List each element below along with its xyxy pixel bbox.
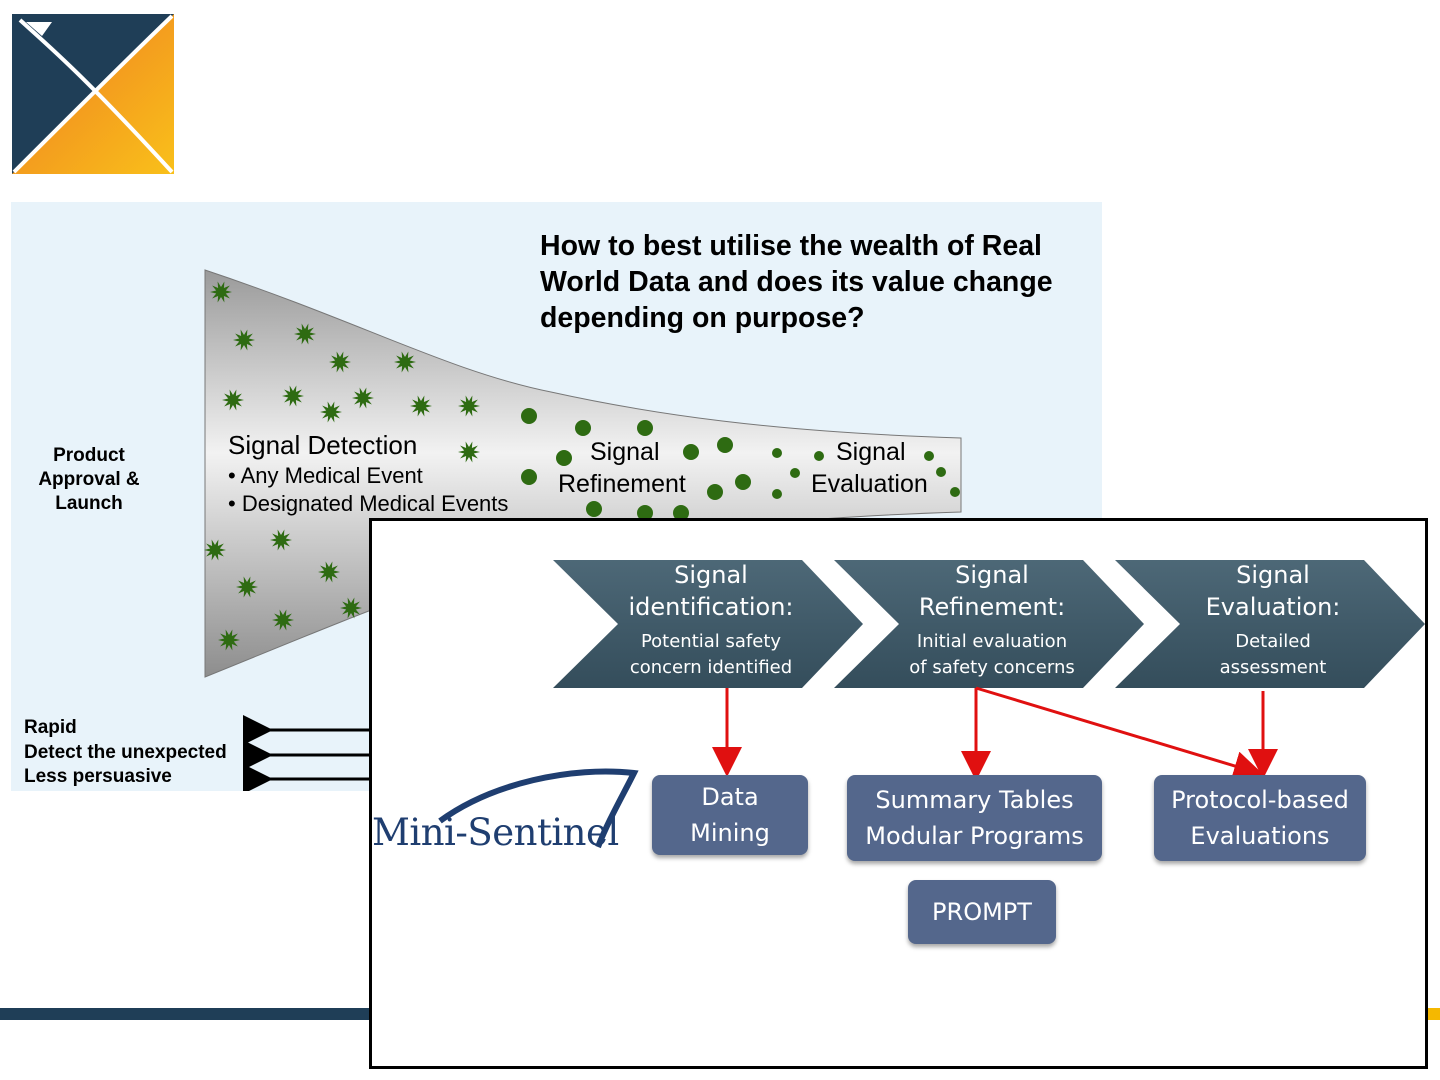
starburst-spot [218, 629, 240, 651]
signal-evaluation-line-2: Evaluation [811, 470, 928, 498]
round-spot [521, 469, 537, 485]
chevron-refinement-label: Signal Refinement: Initial evaluation of… [872, 559, 1112, 681]
chevron-evaluation-sub-2: assessment [1219, 657, 1327, 678]
mini-sentinel-overlay: Mini-Sentinel Signal identification: Pot… [369, 518, 1428, 1069]
protocol-line-2: Evaluations [1190, 822, 1330, 850]
detection-bullet-any: • Any Medical Event [228, 463, 423, 488]
chevron-refinement-sub-2: of safety concerns [909, 657, 1075, 678]
organization-logo [12, 14, 174, 174]
chevron-evaluation-label: Signal Evaluation: Detailed assessment [1153, 559, 1393, 681]
chevron-identification-sub-1: Potential safety [640, 631, 782, 652]
starburst-spot [340, 597, 362, 619]
chevron-identification-title-1: Signal [674, 561, 748, 589]
prompt-box: PROMPT [908, 880, 1056, 944]
data-mining-line-1: Data [701, 783, 759, 811]
swoosh-icon [438, 768, 639, 849]
round-spot [936, 467, 946, 477]
round-spot [521, 408, 537, 424]
question-title-line-1: How to best utilise the wealth of Real [540, 230, 1042, 262]
starburst-spots [204, 281, 480, 651]
protocol-line-1: Protocol-based [1171, 786, 1349, 814]
starburst-spot [233, 329, 255, 351]
chevron-identification-label: Signal identification: Potential safety … [591, 559, 831, 681]
starburst-spot [210, 281, 232, 303]
chevron-refinement [834, 560, 1144, 688]
round-spot [556, 450, 572, 466]
chevron-identification [553, 560, 863, 688]
chevron-identification-sub-2: concern identified [629, 657, 793, 678]
summary-tables-box: Summary Tables Modular Programs [847, 775, 1102, 861]
chevron-refinement-sub-1: Initial evaluation [916, 631, 1068, 652]
round-spot [950, 487, 960, 497]
characteristic-detect-unexpected: Detect the unexpected [24, 742, 227, 763]
protocol-evaluations-box: Protocol-based Evaluations [1154, 775, 1366, 861]
round-spot [772, 448, 782, 458]
round-spot [683, 444, 699, 460]
round-spot [735, 474, 751, 490]
starburst-spot [236, 576, 258, 598]
starburst-spot [320, 401, 342, 423]
round-spot [924, 451, 934, 461]
starburst-spot [204, 539, 226, 561]
characteristic-rapid: Rapid [24, 717, 77, 738]
data-mining-line-2: Mining [690, 819, 770, 847]
round-spot [575, 420, 591, 436]
starburst-spot [329, 351, 351, 373]
round-spot [790, 468, 800, 478]
detection-bullet-designated: • Designated Medical Events [228, 491, 509, 516]
chevron-evaluation [1115, 560, 1425, 688]
characteristic-less-persuasive: Less persuasive [24, 766, 172, 787]
round-spots [521, 408, 960, 521]
summary-tables-line-2: Modular Programs [865, 822, 1084, 850]
chevron-evaluation-title-1: Signal [1236, 561, 1310, 589]
chevron-identification-title-2: identification: [628, 593, 794, 621]
summary-tables-line-1: Summary Tables [875, 786, 1074, 814]
signal-refinement-line-2: Refinement [558, 470, 686, 498]
chevron-refinement-title-2: Refinement: [918, 593, 1066, 621]
starburst-spot [410, 395, 432, 417]
footer-bar-yellow [1424, 1008, 1440, 1020]
round-spot [814, 451, 824, 461]
product-approval-line-1: Product [53, 445, 125, 466]
round-spot [673, 505, 689, 521]
starburst-spot [270, 529, 292, 551]
chevron-evaluation-sub-1: Detailed [1235, 631, 1311, 652]
starburst-spot [352, 387, 374, 409]
question-title-line-3: depending on purpose? [540, 302, 865, 334]
data-mining-box: Data Mining [652, 775, 808, 855]
mini-sentinel-graphic [438, 560, 1425, 849]
signal-evaluation-line-1: Signal [836, 438, 906, 466]
product-approval-line-3: Launch [55, 493, 123, 514]
starburst-spot [458, 441, 480, 463]
starburst-spot [272, 609, 294, 631]
chevron-refinement-title-1: Signal [955, 561, 1029, 589]
question-title-line-2: World Data and does its value change [540, 266, 1053, 298]
mini-sentinel-logo-text: Mini-Sentinel [372, 811, 619, 854]
footer-bar-navy [0, 1008, 370, 1020]
round-spot [707, 484, 723, 500]
starburst-spot [458, 395, 480, 417]
signal-detection-title: Signal Detection [228, 430, 418, 460]
round-spot [586, 501, 602, 517]
starburst-spot [222, 389, 244, 411]
starburst-spot [282, 385, 304, 407]
arrow-refinement-to-protocol [975, 686, 1264, 781]
round-spot [637, 505, 653, 521]
round-spot [772, 489, 782, 499]
starburst-spot [294, 323, 316, 345]
round-spot [637, 420, 653, 436]
starburst-spot [394, 351, 416, 373]
starburst-spot [318, 561, 340, 583]
signal-refinement-line-1: Signal [590, 438, 660, 466]
prompt-label: PROMPT [932, 898, 1032, 926]
round-spot [717, 437, 733, 453]
product-approval-line-2: Approval & [38, 469, 140, 490]
chevron-evaluation-title-2: Evaluation: [1205, 593, 1341, 621]
